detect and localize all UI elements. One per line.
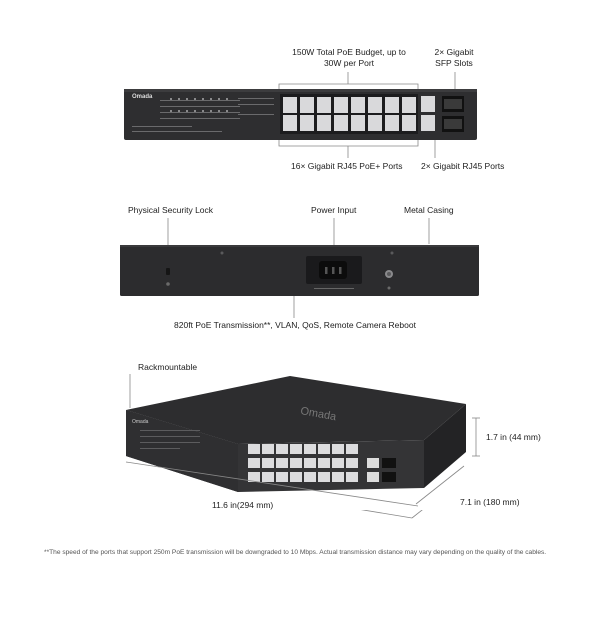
rj45-port <box>317 115 331 131</box>
security-lock-callout: Physical Security Lock <box>128 205 214 215</box>
port-led <box>170 110 172 112</box>
depth-dimension: 7.1 in (180 mm) <box>460 497 520 507</box>
rj45-port <box>346 444 358 454</box>
rj45-poe-ports-callout: 16× Gigabit RJ45 PoE+ Ports <box>291 161 403 171</box>
rj45-port <box>262 458 274 468</box>
metal-casing-callout: Metal Casing <box>404 205 454 215</box>
rj45-port <box>276 444 288 454</box>
port-led <box>210 98 212 100</box>
rj45-port <box>334 115 348 131</box>
port-led <box>218 110 220 112</box>
rj45-port <box>276 458 288 468</box>
rj45-ports-callout: 2× Gigabit RJ45 Ports <box>421 161 505 171</box>
port-led <box>210 110 212 112</box>
rj45-port <box>346 472 358 482</box>
rear-features-callout: 820ft PoE Transmission**, VLAN, QoS, Rem… <box>174 320 416 330</box>
front-omada-logo: Omada <box>132 94 153 100</box>
rj45-port <box>351 115 365 131</box>
rj45-port <box>283 97 297 113</box>
port-led <box>202 98 204 100</box>
rj45-port <box>368 115 382 131</box>
rj45-port <box>385 97 399 113</box>
rj45-port <box>290 472 302 482</box>
width-dimension: 11.6 in(294 mm) <box>212 500 274 510</box>
rj45-port <box>300 97 314 113</box>
rj45-port <box>332 444 344 454</box>
port-led <box>194 98 196 100</box>
rear-view-switch <box>120 218 479 318</box>
rj45-port <box>368 97 382 113</box>
rj45-port <box>290 458 302 468</box>
rackmountable-callout: Rackmountable <box>138 362 198 372</box>
port-led <box>186 110 188 112</box>
port-led <box>218 98 220 100</box>
poe-budget-callout: 150W Total PoE Budget, up to 30W per Por… <box>292 47 406 68</box>
port-led <box>226 110 228 112</box>
footnote: **The speed of the ports that support 25… <box>44 549 547 556</box>
rj45-port <box>290 444 302 454</box>
rj45-port <box>402 115 416 131</box>
power-input-callout: Power Input <box>311 205 357 215</box>
iso-device-body: Omada <box>0 370 600 510</box>
rj45-port <box>276 472 288 482</box>
rj45-port <box>346 458 358 468</box>
rj45-port <box>318 458 330 468</box>
rj45-port <box>351 97 365 113</box>
front-view-switch <box>124 72 477 158</box>
rj45-port <box>318 444 330 454</box>
rj45-port <box>334 97 348 113</box>
rj45-port <box>318 472 330 482</box>
rj45-port <box>262 472 274 482</box>
port-led <box>186 98 188 100</box>
rj45-port <box>385 115 399 131</box>
rj45-port <box>402 97 416 113</box>
rj45-port <box>304 472 316 482</box>
rj45-port <box>262 444 274 454</box>
rj45-port <box>248 458 260 468</box>
port-led <box>170 98 172 100</box>
port-led <box>178 98 180 100</box>
port-led <box>178 110 180 112</box>
rj45-port <box>300 115 314 131</box>
rj45-port <box>248 472 260 482</box>
rj45-port <box>304 444 316 454</box>
port-led <box>226 98 228 100</box>
rj45-port <box>332 472 344 482</box>
rj45-port <box>283 115 297 131</box>
rj45-port <box>317 97 331 113</box>
sfp-slots-callout: 2× Gigabit SFP Slots <box>434 47 474 68</box>
height-dimension: 1.7 in (44 mm) <box>486 432 541 442</box>
rj45-port <box>332 458 344 468</box>
rj45-port <box>304 458 316 468</box>
rj45-port <box>248 444 260 454</box>
port-led <box>194 110 196 112</box>
iso-front-logo: Omada <box>132 419 149 425</box>
port-led <box>202 110 204 112</box>
